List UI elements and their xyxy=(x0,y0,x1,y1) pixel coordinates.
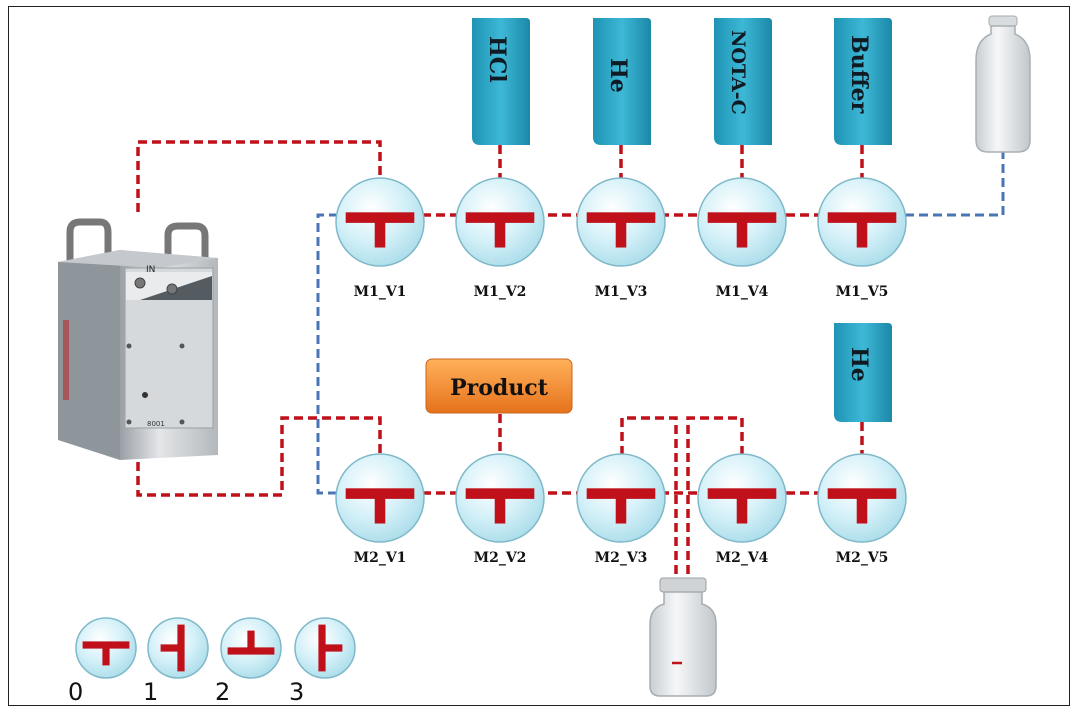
valve-tee xyxy=(374,217,386,248)
valve-position-legend xyxy=(75,617,356,679)
line-device-to-m2v1 xyxy=(136,416,382,497)
product-box: Product xyxy=(425,358,573,414)
line-m1v5-bottle xyxy=(905,152,1005,217)
device-top xyxy=(58,250,218,268)
valve-m1-v3 xyxy=(576,177,666,267)
device-side xyxy=(58,250,120,460)
line-m1v1-m2v1 xyxy=(316,213,338,495)
reagent-hcl: HCl xyxy=(472,18,530,145)
product-vial xyxy=(649,577,717,697)
device-in-label: IN xyxy=(146,265,155,275)
legend-label-1: 1 xyxy=(143,678,158,706)
gas-device: IN 8001 xyxy=(58,218,218,460)
valve-label-m2-v2: M2_V2 xyxy=(474,550,527,566)
valve-label-m1-v2: M1_V2 xyxy=(474,284,527,300)
valves xyxy=(335,177,907,543)
legend-valve-0 xyxy=(75,617,137,679)
reagent-label: NOTA-C xyxy=(727,30,749,115)
line-m2v3-vial xyxy=(620,416,678,665)
valve-tee xyxy=(494,493,506,524)
diagram-frame xyxy=(8,6,1070,706)
valve-tee xyxy=(736,217,748,248)
valve-labels-row2: M2_V1 M2_V2 M2_V3 M2_V4 M2_V5 xyxy=(354,550,889,566)
valve-m2-v1 xyxy=(335,453,425,543)
legend-valve-2 xyxy=(220,617,282,679)
legend-label-3: 3 xyxy=(289,678,304,706)
legend-valve-1 xyxy=(147,617,209,679)
reagent-nota-c: NOTA-C xyxy=(714,18,772,145)
line-device-to-m1v1 xyxy=(136,140,382,212)
legend-label-0: 0 xyxy=(68,678,83,706)
waste-bottle xyxy=(975,15,1031,153)
device-handle-right xyxy=(164,222,209,258)
reagent-label: He xyxy=(846,347,872,382)
device-port-out xyxy=(166,283,178,295)
valve-m1-v2 xyxy=(455,177,545,267)
valve-labels-row1: M1_V1 M1_V2 M1_V3 M1_V4 M1_V5 xyxy=(354,284,889,300)
legend-valve-3 xyxy=(294,617,356,679)
valve-tee xyxy=(615,217,627,248)
device-indicator xyxy=(142,392,148,398)
valve-label-m2-v1: M2_V1 xyxy=(354,550,407,566)
valve-label-m1-v4: M1_V4 xyxy=(716,284,769,300)
valve-tee xyxy=(247,630,255,651)
valve-tee xyxy=(322,644,343,652)
valve-label-m2-v5: M2_V5 xyxy=(836,550,889,566)
reagent-label: He xyxy=(605,58,631,93)
valve-label-m1-v1: M1_V1 xyxy=(354,284,407,300)
blue-tubing xyxy=(316,152,1005,495)
valve-m2-v5 xyxy=(817,453,907,543)
valve-tee xyxy=(615,493,627,524)
device-model: 8001 xyxy=(147,420,165,428)
reagent-buffer: Buffer xyxy=(834,18,892,145)
valve-tee xyxy=(856,493,868,524)
valve-m1-v4 xyxy=(697,177,787,267)
valve-tee xyxy=(736,493,748,524)
reagents-row1: HCl He NOTA-C Buffer xyxy=(472,18,892,145)
product-label: Product xyxy=(450,375,549,401)
reagent-he: He xyxy=(593,18,651,145)
valve-label-m2-v3: M2_V3 xyxy=(595,550,648,566)
valve-tee xyxy=(374,493,386,524)
valve-m2-v2 xyxy=(455,453,545,543)
device-port-in xyxy=(134,277,146,289)
legend-label-2: 2 xyxy=(215,678,230,706)
valve-m2-v4 xyxy=(697,453,787,543)
valve-label-m1-v5: M1_V5 xyxy=(836,284,889,300)
valve-tee xyxy=(160,644,181,652)
device-handle-left xyxy=(66,218,112,262)
valve-m2-v3 xyxy=(576,453,666,543)
line-m2v4-vial xyxy=(686,416,744,620)
reagent-label: Buffer xyxy=(846,35,872,114)
valve-m1-v5 xyxy=(817,177,907,267)
valve-tee xyxy=(102,645,110,666)
reagent-label: HCl xyxy=(484,36,510,83)
valve-m1-v1 xyxy=(335,177,425,267)
legend-labels: 0 1 2 3 xyxy=(68,678,304,706)
valve-label-m2-v4: M2_V4 xyxy=(716,550,769,566)
valve-tee xyxy=(856,217,868,248)
valve-tee xyxy=(494,217,506,248)
reagent-he-row2: He xyxy=(834,323,892,422)
valve-label-m1-v3: M1_V3 xyxy=(595,284,648,300)
